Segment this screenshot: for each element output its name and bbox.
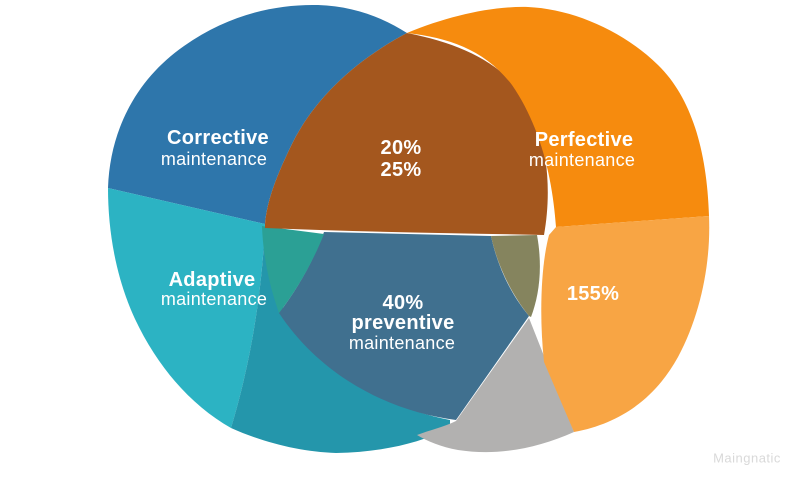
perfective-lower-value: 155% [566,283,620,305]
corrective-region [108,4,407,224]
perfective-sublabel: maintenance [528,150,636,170]
preventive-perfective-overlap-region [491,235,540,317]
preventive-sublabel: maintenance [348,333,456,353]
corrective-perfective-overlap-region [265,33,548,235]
overlap-value-2: 25% [380,159,422,181]
adaptive-region [108,188,265,428]
adaptive-sublabel: maintenance [160,289,268,309]
perfective-label: Perfective [534,129,634,151]
adaptive-label: Adaptive [168,269,256,291]
preventive-label: preventive [351,312,455,334]
corrective-label: Corrective [167,127,269,149]
overlap-value-1: 20% [380,137,422,159]
corrective-sublabel: maintenance [160,149,268,169]
perfective-region [407,6,709,227]
preventive-region [279,232,529,420]
adaptive-preventive-overlap-region [262,226,324,313]
perfective-lower-region [541,216,710,432]
bottom-gray-region [417,318,574,453]
adaptive-lower-region [231,224,450,453]
watermark-text: Maingnatic [713,450,781,466]
preventive-value: 40% [382,292,424,314]
